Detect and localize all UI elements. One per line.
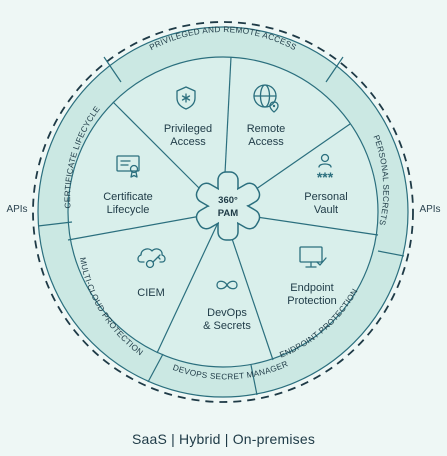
outer-ring-dividers (37, 56, 405, 396)
cloud-key-icon (137, 248, 166, 269)
api-label-left: APIs (6, 204, 27, 215)
segment-label-line1: DevOps (207, 307, 247, 319)
segment-devops-secrets: DevOps & Secrets (203, 280, 251, 332)
api-boundary-circle (32, 21, 414, 403)
segment-label-line1: Certificate (103, 191, 153, 203)
deployment-options-footer: SaaS | Hybrid | On-premises (131, 431, 316, 447)
center-asterisk-shape (195, 171, 261, 241)
globe-pin-icon (253, 84, 279, 113)
segment-label-line2: Access (248, 136, 284, 148)
segment-personal-vault: *** Personal Vault (304, 153, 348, 216)
api-label-right: APIs (419, 204, 440, 215)
segment-label: CIEM (137, 287, 165, 299)
segment-label-line2: & Secrets (203, 320, 251, 332)
center-label-360: 360° (218, 195, 238, 206)
segment-label-line1: Remote (247, 123, 286, 135)
monitor-check-icon (299, 246, 327, 268)
segment-label-line2: Lifecycle (107, 204, 150, 216)
segment-label-line1: Personal (304, 191, 347, 203)
segment-ciem: CIEM (137, 248, 166, 299)
segment-privileged-access: Privileged Access (164, 86, 212, 148)
certificate-icon (116, 155, 140, 178)
segment-remote-access: Remote Access (247, 84, 286, 148)
center-label-pam: PAM (218, 208, 238, 219)
segment-certificate-lifecycle: Certificate Lifecycle (103, 155, 153, 216)
center-badge: 360° PAM (195, 171, 261, 241)
segment-label-line1: Privileged (164, 123, 212, 135)
segment-endpoint-protection: Endpoint Protection (287, 246, 337, 307)
shield-asterisk-icon (176, 86, 196, 110)
segment-label-line2: Protection (287, 295, 337, 307)
svg-text:***: *** (317, 169, 334, 185)
segment-label-line2: Access (170, 136, 206, 148)
infinity-icon (216, 280, 238, 290)
segment-label-line1: Endpoint (290, 282, 333, 294)
segment-label-line2: Vault (314, 204, 338, 216)
user-password-icon: *** (317, 153, 334, 185)
